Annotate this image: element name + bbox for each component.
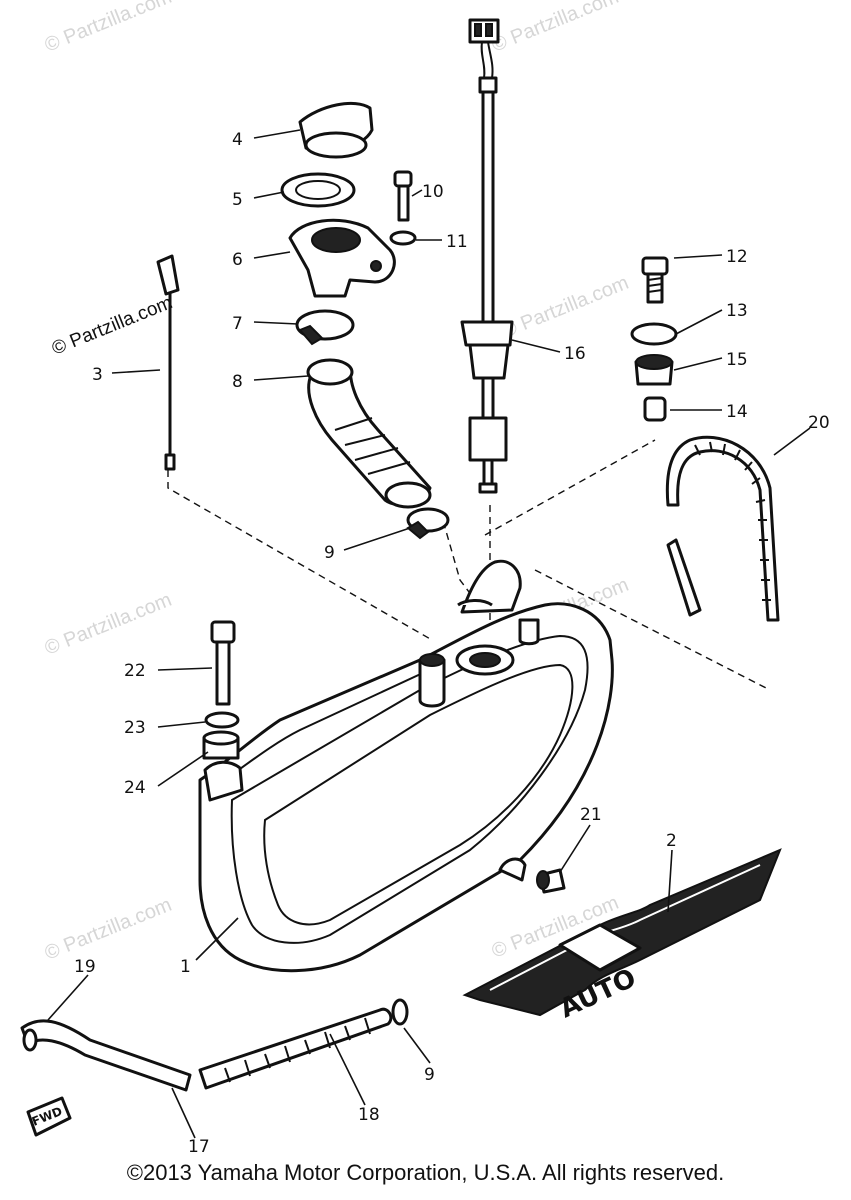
callout-14: 14 xyxy=(726,402,748,422)
watermark: © Partzilla.com xyxy=(499,272,632,343)
callout-11: 11 xyxy=(446,232,468,252)
clip-part-19 xyxy=(391,998,409,1026)
callout-15: 15 xyxy=(726,350,748,370)
washer-part-11 xyxy=(389,230,417,246)
watermark: © Partzilla.com xyxy=(489,0,622,57)
filler-neck-part-6 xyxy=(288,218,396,298)
oil-level-gauge-part-16 xyxy=(460,18,514,494)
callout-17: 17 xyxy=(188,1137,210,1157)
collar-part-14 xyxy=(643,396,667,422)
forward-arrow-icon: FWD xyxy=(26,1096,72,1137)
watermark: © Partzilla.com xyxy=(42,894,175,965)
clamp-tab xyxy=(406,520,430,540)
callout-12: 12 xyxy=(726,247,748,267)
callout-16: 16 xyxy=(564,344,586,364)
bolt-part-10 xyxy=(393,170,413,222)
callout-24: 24 xyxy=(124,778,146,798)
callout-5: 5 xyxy=(232,190,243,210)
filler-cap-part-4 xyxy=(298,101,374,159)
callout-13: 13 xyxy=(726,301,748,321)
washer-part-23 xyxy=(204,711,240,729)
watermark-dark: © Partzilla.com xyxy=(49,292,176,359)
callout-1: 1 xyxy=(180,957,191,977)
gasket-part-5 xyxy=(280,172,356,208)
grommet-part-15 xyxy=(634,354,674,386)
oil-tank-part-1 xyxy=(198,559,614,973)
cap-part-21 xyxy=(536,868,566,894)
bolt-part-12 xyxy=(641,256,669,304)
washer-part-13 xyxy=(630,322,678,346)
breather-hose-part-20 xyxy=(665,435,780,622)
damper-part-24 xyxy=(202,730,240,760)
callout-2: 2 xyxy=(666,831,677,851)
leader-lines xyxy=(47,129,811,1139)
callout-10: 10 xyxy=(422,182,444,202)
callout-18: 18 xyxy=(358,1105,380,1125)
callout-22: 22 xyxy=(124,661,146,681)
callout-23: 23 xyxy=(124,718,146,738)
gasket-inner xyxy=(295,180,341,200)
callout-21: 21 xyxy=(580,805,602,825)
callout-numbers: 1 2 3 4 5 6 7 8 9 9 10 11 12 13 14 15 16… xyxy=(74,130,830,1157)
filler-hose-part-8 xyxy=(306,358,432,509)
watermark: © Partzilla.com xyxy=(42,0,175,57)
callout-7: 7 xyxy=(232,314,243,334)
clip-part-19 xyxy=(22,1028,38,1052)
callout-9: 9 xyxy=(324,543,335,563)
callout-20: 20 xyxy=(808,413,830,433)
callout-9b: 9 xyxy=(424,1065,435,1085)
dipstick-part-3 xyxy=(156,254,180,471)
callout-6: 6 xyxy=(232,250,243,270)
callout-4: 4 xyxy=(232,130,243,150)
copyright-notice: ©2013 Yamaha Motor Corporation, U.S.A. A… xyxy=(126,1160,725,1185)
watermark: © Partzilla.com xyxy=(42,589,175,660)
clamp-tab xyxy=(298,324,324,346)
bolt-part-22 xyxy=(210,620,236,706)
callout-19: 19 xyxy=(74,957,96,977)
protector-hose-part-18 xyxy=(198,1007,393,1090)
callout-8: 8 xyxy=(232,372,243,392)
callout-3: 3 xyxy=(92,365,103,385)
oil-hose-part-17 xyxy=(20,1019,192,1092)
